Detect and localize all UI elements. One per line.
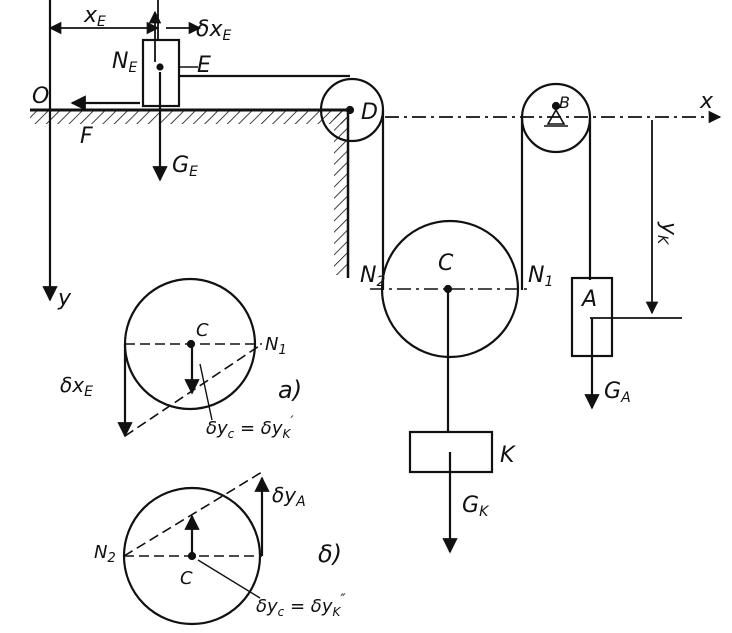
label-F: F [80, 124, 93, 149]
label-N2-main: N2 [360, 263, 385, 290]
tag-b: δ) [318, 540, 342, 568]
wall-hatch [334, 110, 348, 275]
label-E: E [197, 53, 211, 78]
label-x: x [699, 89, 714, 114]
label-D: D [361, 100, 378, 125]
label-yK: yK [654, 221, 681, 246]
ground-hatch [30, 110, 348, 124]
label-y: y [57, 286, 72, 311]
label-C-a: C [196, 320, 209, 341]
label-GA: GA [604, 379, 631, 406]
label-C-b: C [180, 568, 193, 589]
label-GE: GE [172, 153, 198, 180]
label-NE: NE [112, 49, 137, 76]
pulley-B [520, 82, 592, 154]
label-deltayA: δyA [272, 483, 306, 510]
label-N2-b: N2 [94, 542, 116, 566]
label-dyc-a: δyc = δyK′ [206, 414, 294, 441]
label-C-main: C [438, 251, 454, 276]
tag-a: a) [278, 376, 302, 404]
label-O: O [32, 84, 49, 109]
label-dyc-b: δyc = δyK″ [256, 592, 346, 619]
label-N1-a: N1 [265, 334, 287, 358]
label-A: A [580, 287, 597, 312]
label-B: B [559, 93, 570, 112]
label-N1-main: N1 [528, 263, 553, 290]
label-xE: xE [83, 3, 106, 30]
label-GK: GK [462, 493, 490, 520]
label-K: K [500, 443, 516, 468]
label-deltaxE-top: δxE [196, 17, 231, 44]
label-deltaxE-a: δxE [60, 373, 93, 400]
